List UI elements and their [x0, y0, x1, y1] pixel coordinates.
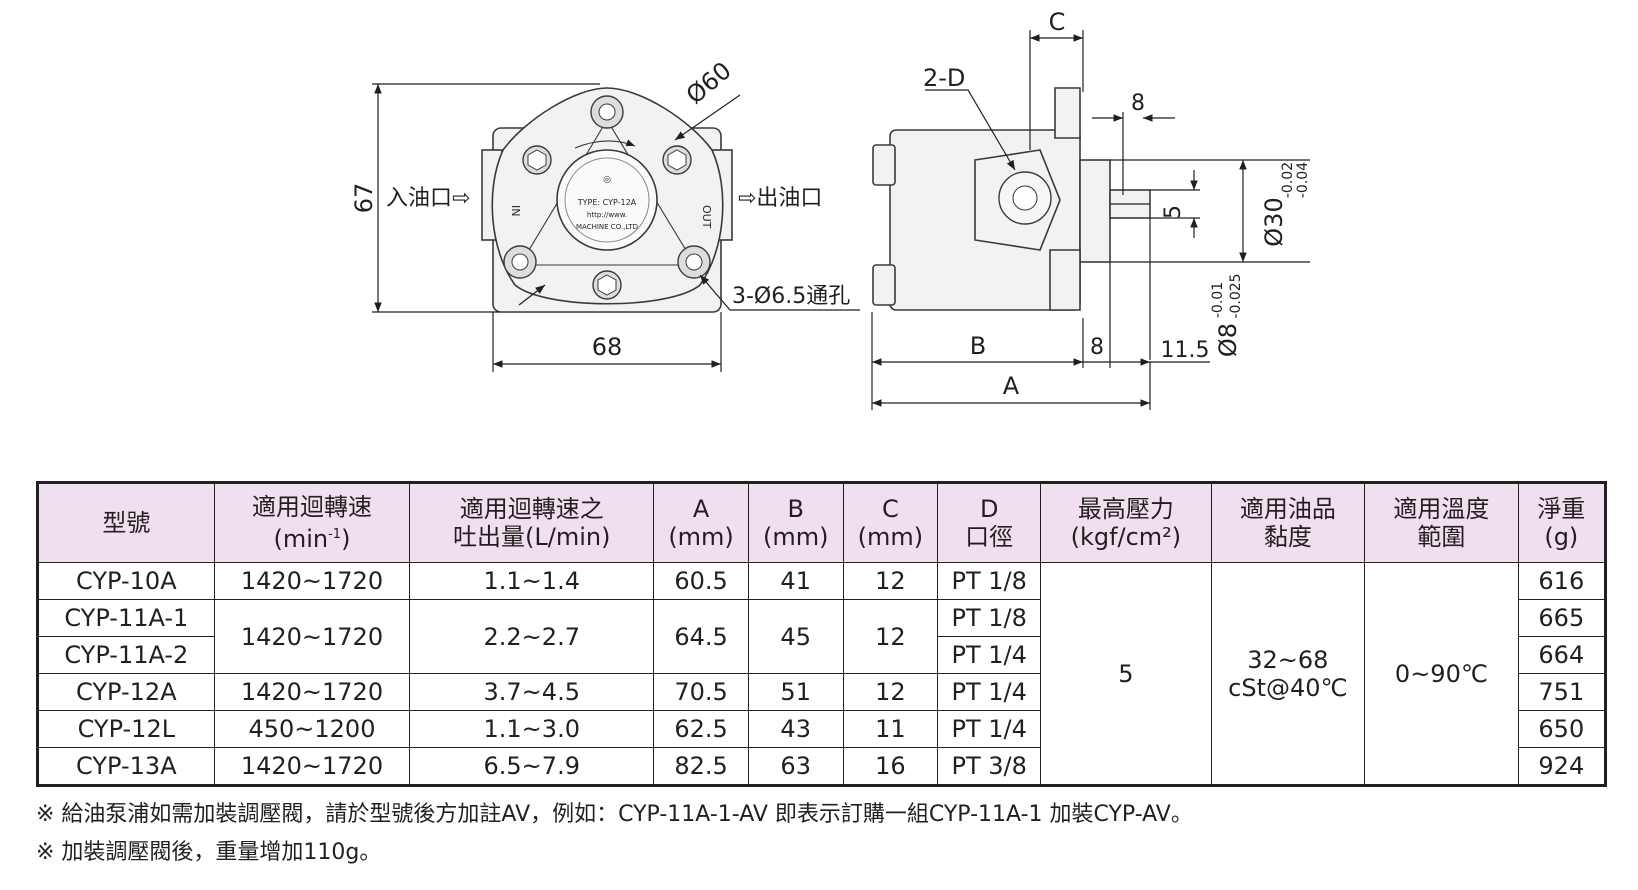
- header-weight: 淨重(g): [1517, 482, 1607, 563]
- cell-d: PT 1/8: [937, 599, 1042, 637]
- header-b: B(mm): [747, 482, 844, 563]
- nameplate-logo: ◎: [603, 175, 611, 185]
- cell-a: 64.5: [653, 599, 749, 674]
- cell-speed: 1420~1720: [213, 673, 411, 711]
- cell-model: CYP-13A: [37, 747, 215, 786]
- cell-model: CYP-10A: [37, 562, 215, 600]
- cell-a: 62.5: [653, 710, 749, 748]
- cell-flow: 1.1~1.4: [409, 562, 655, 600]
- dim-b: B: [970, 332, 986, 360]
- cell-b: 51: [747, 673, 844, 711]
- cell-speed: 1420~1720: [213, 562, 411, 600]
- nameplate-maker: MACHINE CO.,LTD: [576, 223, 638, 231]
- header-a: A(mm): [653, 482, 749, 563]
- table-row: CYP-11A-1 1420~1720 2.2~2.7 64.5 45 12 P…: [37, 599, 1607, 674]
- technical-drawing: ◎ TYPE: CYP-12A http://www. MACHINE CO.,…: [350, 8, 1311, 410]
- note-valve-order: ※ 給油泵浦如需加裝調壓閥，請於型號後方加註AV，例如：CYP-11A-1-AV…: [36, 802, 1193, 827]
- cell-c: 12: [842, 673, 939, 711]
- cell-b: 43: [747, 710, 844, 748]
- cell-a: 60.5: [653, 562, 749, 600]
- dim-shaft: Ø8: [1214, 323, 1242, 357]
- cell-d: PT 1/4: [937, 636, 1042, 674]
- table-row: CYP-10A 1420~1720 1.1~1.4 60.5 41 12 PT …: [37, 562, 1607, 786]
- cell-model: CYP-11A-1: [37, 599, 215, 637]
- in-label: IN: [509, 205, 522, 216]
- cell-speed: 1420~1720: [213, 599, 411, 674]
- table-row: CYP-11A-2 PT 1/4 664: [37, 636, 1607, 674]
- out-label: OUT: [700, 205, 713, 229]
- dim-shaft-len: 11.5: [1161, 338, 1210, 363]
- note-valve-weight: ※ 加裝調壓閥後，重量增加110g。: [36, 840, 382, 865]
- table-row: CYP-13A 1420~1720 6.5~7.9 82.5 63 16 PT …: [37, 747, 1607, 786]
- cell-pressure: 5: [1040, 562, 1212, 786]
- cell-flow: 3.7~4.5: [409, 673, 655, 711]
- dim-shoulder: 8: [1090, 335, 1104, 360]
- header-viscosity: 適用油品黏度: [1210, 482, 1366, 563]
- header-temp: 適用溫度範圍: [1364, 482, 1519, 563]
- nameplate-type: TYPE: CYP-12A: [577, 198, 637, 207]
- cell-d: PT 3/8: [937, 747, 1042, 786]
- cell-weight: 616: [1517, 562, 1607, 600]
- dim-bore-upper: -0.02: [1280, 162, 1296, 198]
- side-view: C 2-D 8 5 Ø30 -0.02 -0.04 Ø8 -0.01 -0.02…: [871, 8, 1311, 410]
- nameplate-url: http://www.: [587, 211, 627, 219]
- cell-temp: 0~90℃: [1364, 562, 1519, 786]
- cell-d: PT 1/8: [937, 562, 1042, 600]
- cell-b: 63: [747, 747, 844, 786]
- spec-table: 型號 適用迴轉速(min-1) 適用迴轉速之吐出量(L/min) A(mm) B…: [36, 481, 1607, 787]
- cell-flow: 2.2~2.7: [409, 599, 655, 674]
- cell-d: PT 1/4: [937, 673, 1042, 711]
- dim-shaft-upper: -0.01: [1210, 282, 1226, 318]
- cell-weight: 665: [1517, 599, 1607, 637]
- header-pressure: 最高壓力(kgf/cm²): [1040, 482, 1212, 563]
- cell-d: PT 1/4: [937, 710, 1042, 748]
- table-row: CYP-12L 450~1200 1.1~3.0 62.5 43 11 PT 1…: [37, 710, 1607, 748]
- cell-speed: 450~1200: [213, 710, 411, 748]
- header-model: 型號: [37, 482, 215, 563]
- dim-a: A: [1003, 372, 1020, 400]
- dim-diameter: Ø60: [681, 56, 737, 109]
- header-speed: 適用迴轉速(min-1): [213, 482, 411, 563]
- cell-weight: 650: [1517, 710, 1607, 748]
- cell-model: CYP-12L: [37, 710, 215, 748]
- header-flow: 適用迴轉速之吐出量(L/min): [409, 482, 655, 563]
- dim-height: 67: [350, 183, 378, 214]
- dim-flat: 5: [1161, 205, 1186, 219]
- bolt-holes: [503, 95, 711, 300]
- inlet-label: 入油口⇨: [386, 186, 470, 211]
- cell-model: CYP-11A-2: [37, 636, 215, 674]
- front-view: ◎ TYPE: CYP-12A http://www. MACHINE CO.,…: [350, 56, 860, 372]
- cell-weight: 751: [1517, 673, 1607, 711]
- dim-c: C: [1049, 8, 1066, 36]
- cell-b: 45: [747, 599, 844, 674]
- cell-weight: 924: [1517, 747, 1607, 786]
- dim-bore: Ø30: [1260, 197, 1288, 246]
- outlet-label: ⇨出油口: [738, 186, 822, 211]
- cell-a: 70.5: [653, 673, 749, 711]
- cell-c: 11: [842, 710, 939, 748]
- dim-width: 68: [592, 333, 623, 361]
- header-c: C(mm): [842, 482, 939, 563]
- cell-speed: 1420~1720: [213, 747, 411, 786]
- header-row: 型號 適用迴轉速(min-1) 適用迴轉速之吐出量(L/min) A(mm) B…: [37, 482, 1607, 563]
- cell-a: 82.5: [653, 747, 749, 786]
- cell-flow: 6.5~7.9: [409, 747, 655, 786]
- dim-shaft-lower: -0.025: [1228, 273, 1244, 318]
- holes-label: 3-Ø6.5通孔: [732, 284, 850, 309]
- cell-weight: 664: [1517, 636, 1607, 674]
- cell-c: 12: [842, 562, 939, 600]
- cell-c: 12: [842, 599, 939, 674]
- cell-model: CYP-12A: [37, 673, 215, 711]
- dim-key-width: 8: [1131, 91, 1145, 116]
- cell-c: 16: [842, 747, 939, 786]
- cell-flow: 1.1~3.0: [409, 710, 655, 748]
- dim-d: 2-D: [923, 64, 965, 92]
- cell-b: 41: [747, 562, 844, 600]
- dim-bore-lower: -0.04: [1295, 162, 1311, 198]
- table-row: CYP-12A 1420~1720 3.7~4.5 70.5 51 12 PT …: [37, 673, 1607, 711]
